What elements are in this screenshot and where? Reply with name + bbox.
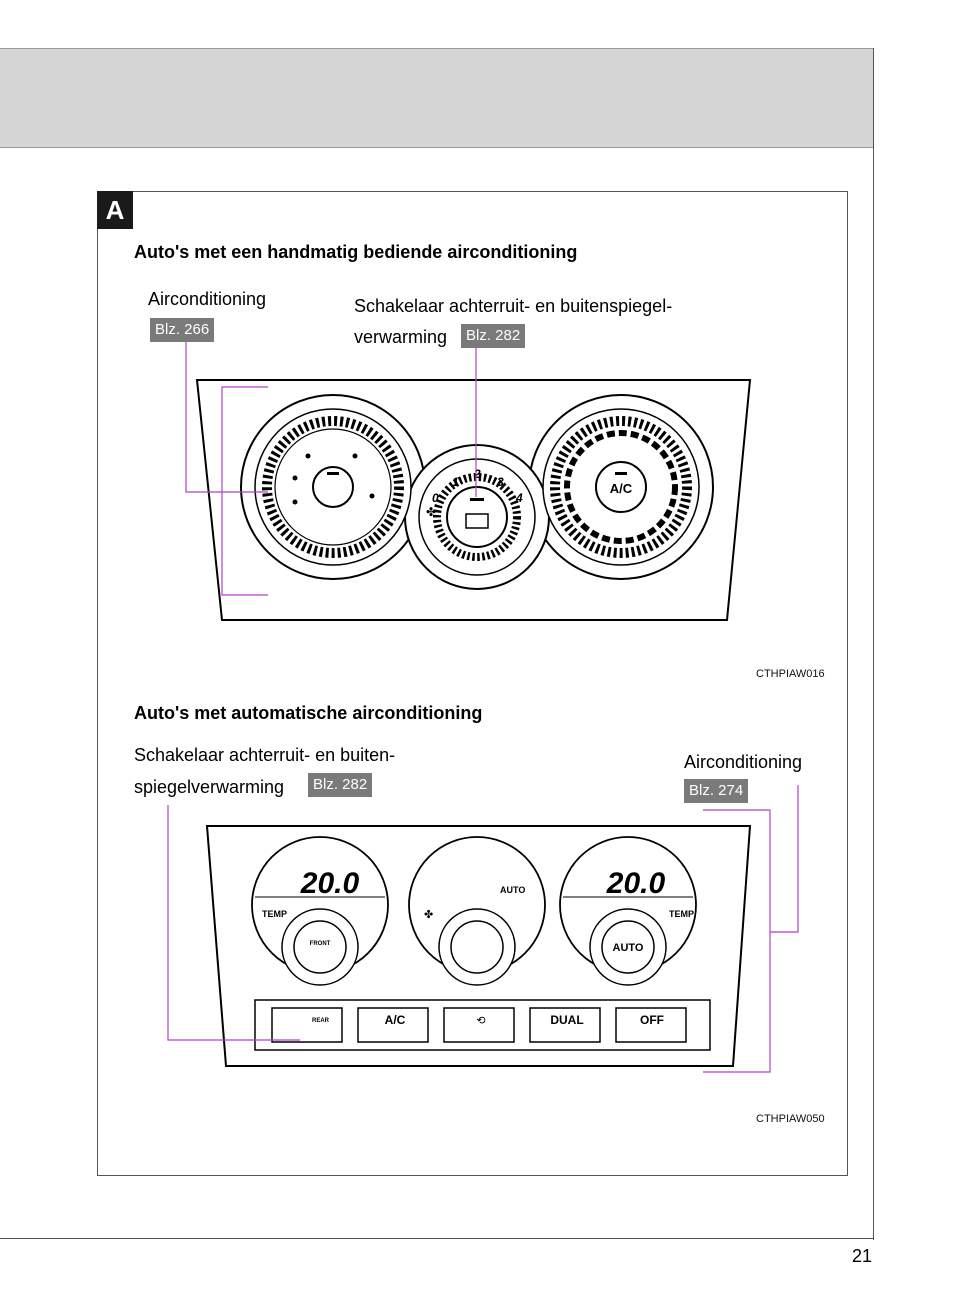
- auto-button-label[interactable]: AUTO: [613, 942, 644, 954]
- off-button-text: OFF: [640, 1013, 664, 1027]
- ac-button-text: A/C: [385, 1013, 406, 1027]
- fan-speed-dial[interactable]: 0 1 2 3 4 ✤: [419, 459, 535, 575]
- right-temp-readout: 20.0: [606, 867, 666, 900]
- recirculation-button[interactable]: ⟲: [444, 1008, 514, 1042]
- dual-button[interactable]: DUAL: [530, 1008, 600, 1042]
- right-temp-label: TEMP: [669, 909, 694, 919]
- left-temp-label: TEMP: [262, 909, 287, 919]
- ac-button[interactable]: A/C: [358, 1008, 428, 1042]
- auto-fan-icon: ✤: [424, 909, 433, 921]
- off-button[interactable]: OFF: [616, 1008, 686, 1042]
- manual-climate-panel: 0 1 2 3 4 ✤ A/C: [186, 342, 750, 620]
- recirculation-icon: ⟲: [476, 1015, 485, 1027]
- dual-button-text: DUAL: [550, 1013, 583, 1027]
- fan-icon: ✤: [426, 505, 436, 519]
- mode-dial[interactable]: [255, 409, 411, 565]
- fan-speed-3: 3: [497, 475, 504, 489]
- automatic-climate-panel: 20.0 TEMP FRONT AUTO ✤ 20.0 TEMP AUTO RE…: [168, 785, 798, 1072]
- temperature-dial[interactable]: A/C: [543, 409, 699, 565]
- fan-speed-1: 1: [452, 475, 459, 489]
- auto-mode-label: AUTO: [500, 885, 525, 895]
- fan-speed-0: 0: [432, 491, 439, 505]
- rear-button-label: REAR: [312, 1018, 330, 1024]
- rear-defrost-button[interactable]: REAR: [272, 1008, 342, 1042]
- fan-speed-4: 4: [515, 491, 523, 505]
- ac-button-label[interactable]: A/C: [610, 481, 633, 496]
- left-temp-readout: 20.0: [300, 867, 360, 900]
- fan-speed-2: 2: [473, 467, 481, 481]
- front-defrost-label: FRONT: [310, 941, 331, 947]
